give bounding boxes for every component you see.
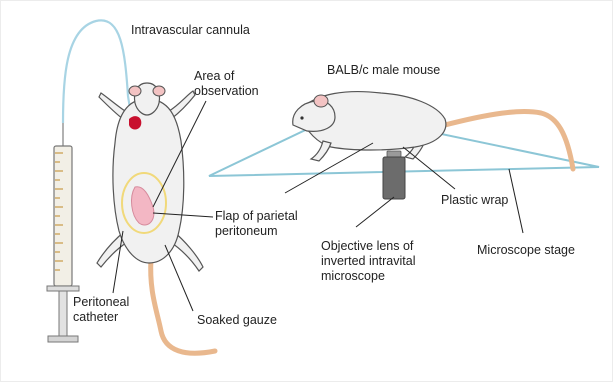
prone-mouse-eye bbox=[300, 116, 303, 119]
label-flap-of-parietal-peritoneum: Flap of parietal peritoneum bbox=[215, 209, 298, 239]
syringe-plunger-rod bbox=[59, 291, 67, 336]
label-peritoneal-catheter: Peritoneal catheter bbox=[73, 295, 129, 325]
label-mouse-strain: BALB/c male mouse bbox=[327, 63, 440, 78]
leader-plastic-wrap bbox=[403, 147, 455, 189]
prone-mouse-tail bbox=[441, 112, 573, 169]
label-microscope-stage: Microscope stage bbox=[477, 243, 575, 258]
neck-incision bbox=[129, 116, 141, 129]
supine-mouse-body bbox=[113, 99, 184, 263]
intravascular-cannula-tube bbox=[63, 20, 132, 123]
prone-mouse-ear bbox=[314, 95, 328, 107]
supine-mouse-ear-left bbox=[129, 86, 141, 96]
label-area-of-observation: Area of observation bbox=[194, 69, 259, 99]
supine-mouse-ear-right bbox=[153, 86, 165, 96]
supine-mouse-tail bbox=[151, 259, 215, 353]
objective-lens-ring bbox=[387, 151, 401, 157]
label-plastic-wrap: Plastic wrap bbox=[441, 193, 508, 208]
prone-mouse bbox=[293, 92, 573, 169]
objective-lens bbox=[383, 151, 405, 199]
leader-objective-lens bbox=[356, 197, 394, 227]
label-intravascular-cannula: Intravascular cannula bbox=[131, 23, 250, 38]
objective-lens-body bbox=[383, 157, 405, 199]
prone-mouse-head bbox=[293, 101, 335, 132]
syringe-plunger-thumb bbox=[48, 336, 78, 342]
label-objective-lens: Objective lens of inverted intravital mi… bbox=[321, 239, 416, 284]
leader-flap-to-stage bbox=[285, 143, 373, 193]
label-soaked-gauze: Soaked gauze bbox=[197, 313, 277, 328]
leader-microscope-stage bbox=[509, 169, 523, 233]
prone-mouse-foreleg bbox=[311, 141, 331, 161]
syringe-flange bbox=[47, 286, 79, 291]
